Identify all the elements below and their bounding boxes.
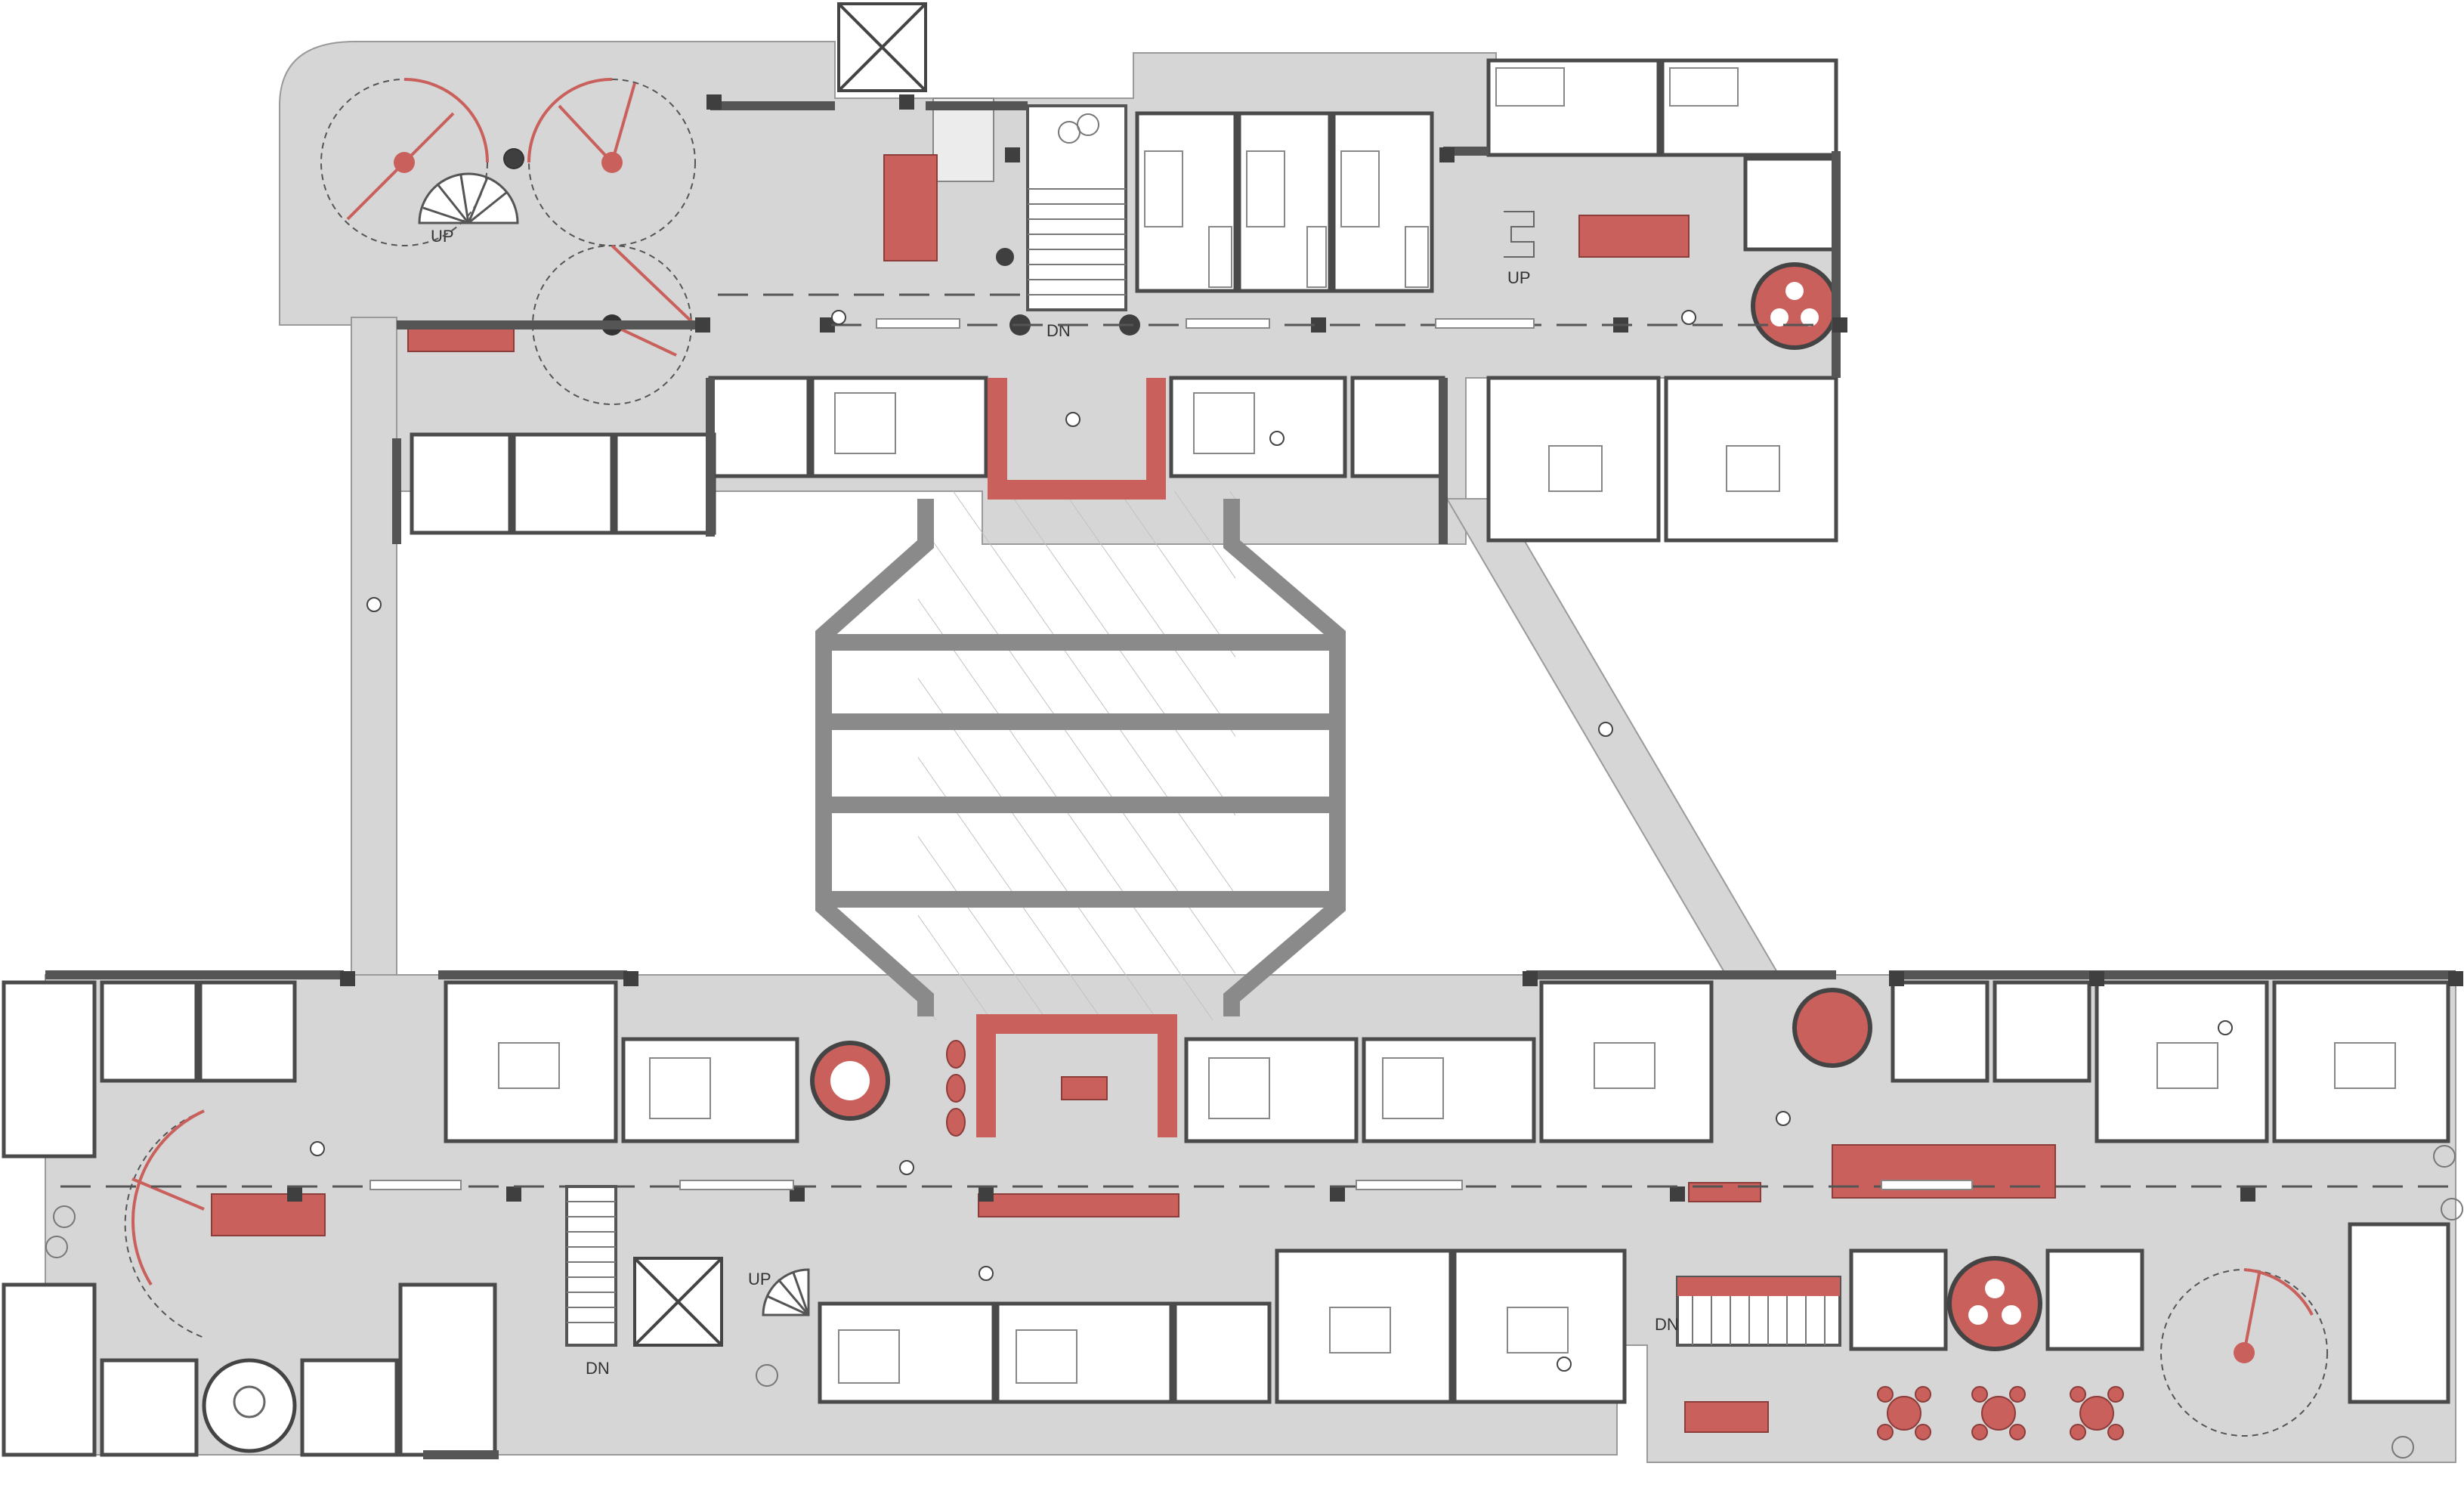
room-furniture xyxy=(498,67,2396,1384)
wall-segments xyxy=(45,101,2456,1459)
spiral-stair: UP xyxy=(748,1268,810,1316)
bedroom-units-south xyxy=(2,980,2450,1457)
red-radial-lines xyxy=(131,78,2314,1354)
stair-label: DN xyxy=(586,1359,610,1378)
stair-north: DN xyxy=(1026,104,1127,340)
stair-northeast: UP xyxy=(1504,211,1535,287)
pivot-points xyxy=(394,152,2255,1363)
stair-label: DN xyxy=(1655,1315,1679,1334)
people-figures xyxy=(310,310,2233,1372)
plants xyxy=(45,113,2463,1459)
columns xyxy=(287,94,2463,1202)
round-pod xyxy=(202,262,2042,1453)
lounge-frame xyxy=(976,378,1177,1137)
stair-southeast: DN xyxy=(1655,1276,1841,1347)
lounge-furniture xyxy=(211,154,2056,1433)
stair-label: UP xyxy=(748,1270,771,1289)
spiral-stair: UP xyxy=(418,172,519,246)
skylight xyxy=(932,97,994,182)
window-strip xyxy=(369,318,1973,1190)
elevator-shaft xyxy=(633,1257,723,1347)
stair-label: UP xyxy=(1507,268,1531,287)
circulation-axis xyxy=(60,293,2448,1188)
elevator-shaft xyxy=(837,2,927,92)
atrium-void xyxy=(815,491,1346,1020)
cafe-tables xyxy=(946,1040,2124,1440)
stair-label: UP xyxy=(431,227,454,246)
stair-south: DN xyxy=(565,1185,617,1378)
